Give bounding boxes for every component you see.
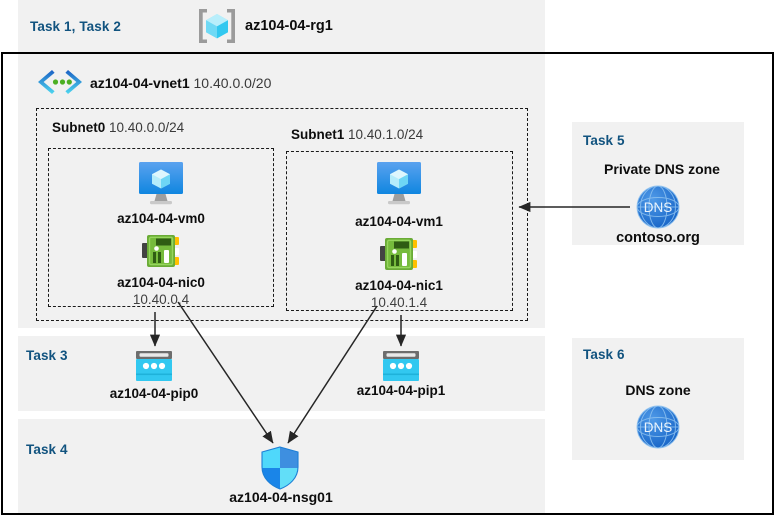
public-ip-address-icon xyxy=(135,350,173,382)
private-dns-zone-heading: Private DNS zone xyxy=(604,161,720,177)
subnet1-cidr: 10.40.1.0/24 xyxy=(348,127,424,142)
task-label-3: Task 3 xyxy=(26,348,68,363)
nic0-ip: 10.40.0.4 xyxy=(132,292,190,307)
subnet1-box xyxy=(286,151,513,311)
header-panel xyxy=(18,0,545,52)
pip0-name: az104-04-pip0 xyxy=(109,386,199,401)
dns-zone-icon: DNS xyxy=(634,184,682,230)
subnet0-name: Subnet0 xyxy=(52,120,106,135)
task-label-6: Task 6 xyxy=(583,347,625,362)
subnet1-header: Subnet1 10.40.1.0/24 xyxy=(291,127,423,142)
subnet0-box xyxy=(48,148,274,307)
subnet1-name: Subnet1 xyxy=(291,127,345,142)
vnet-header: az104-04-vnet1 10.40.0.0/20 xyxy=(90,75,271,91)
vnet-name: az104-04-vnet1 xyxy=(90,75,190,91)
nic1-name: az104-04-nic1 xyxy=(355,278,443,293)
svg-text:DNS: DNS xyxy=(644,200,673,215)
vm1-name: az104-04-vm1 xyxy=(355,214,443,229)
private-dns-zone-name: contoso.org xyxy=(616,230,700,246)
network-security-group-icon xyxy=(261,446,299,490)
network-interface-icon xyxy=(142,233,181,270)
dns-zone-heading: DNS zone xyxy=(625,382,691,398)
resource-group-name: az104-04-rg1 xyxy=(245,18,333,34)
resource-group-icon xyxy=(196,6,238,46)
task3-panel xyxy=(18,336,545,411)
nsg-name: az104-04-nsg01 xyxy=(229,489,333,505)
nic0-name: az104-04-nic0 xyxy=(117,275,205,290)
virtual-machine-icon xyxy=(375,160,423,206)
vnet-panel xyxy=(18,52,545,328)
task-label-5: Task 5 xyxy=(583,133,625,148)
public-ip-address-icon xyxy=(382,350,420,382)
subnets-container xyxy=(36,108,528,321)
virtual-network-icon xyxy=(36,68,84,96)
task-label-1-2: Task 1, Task 2 xyxy=(30,19,121,34)
vnet-cidr: 10.40.0.0/20 xyxy=(193,75,272,91)
task-label-4: Task 4 xyxy=(26,442,68,457)
network-interface-icon xyxy=(380,236,419,273)
subnet0-header: Subnet0 10.40.0.0/24 xyxy=(52,120,184,135)
subnet0-cidr: 10.40.0.0/24 xyxy=(109,120,185,135)
vm0-name: az104-04-vm0 xyxy=(117,211,205,226)
svg-text:DNS: DNS xyxy=(644,420,673,435)
nic1-ip: 10.40.1.4 xyxy=(370,295,428,310)
virtual-machine-icon xyxy=(137,160,185,206)
pip1-name: az104-04-pip1 xyxy=(356,383,446,398)
dns-zone-icon: DNS xyxy=(634,404,682,450)
